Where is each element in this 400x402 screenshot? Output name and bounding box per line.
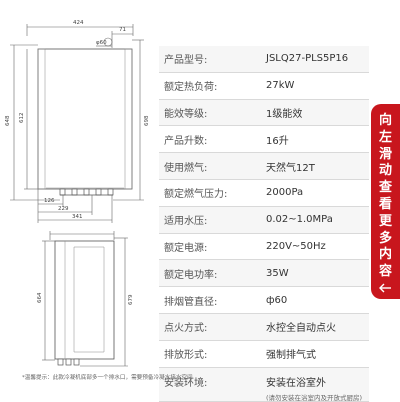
dim-648: 648	[5, 115, 11, 126]
spec-label: 点火方式:	[164, 323, 208, 335]
dim-664: 664	[37, 292, 43, 303]
spec-row-gas-pressure: 额定燃气压力: 2000Pa	[159, 179, 369, 207]
dim-229: 229	[58, 206, 69, 212]
swipe-char: 看	[378, 196, 392, 212]
dim-679: 679	[128, 294, 134, 305]
swipe-char: 滑	[378, 146, 392, 162]
swipe-char: 向	[378, 113, 392, 128]
spec-label: 适用水压:	[164, 216, 208, 228]
spec-row-ignition: 点火方式: 水控全自动点火	[159, 313, 369, 341]
spec-row-gas-type: 使用燃气: 天然气12T	[159, 153, 369, 180]
spec-value: 天然气12T	[266, 162, 315, 174]
spec-value: 220V~50Hz	[266, 240, 326, 252]
spec-value-note: (请勿安装在浴室内及开放式厨房)	[266, 393, 363, 402]
footnote: *温馨提示：此款冷凝机底部多一个排水口，需要预备冷凝水接水空间	[22, 375, 193, 381]
spec-row-efficiency: 能效等级: 1级能效	[159, 99, 369, 127]
spec-row-model: 产品型号: JSLQ27-PLS5P16	[159, 46, 369, 73]
spec-row-capacity: 产品升数: 16升	[159, 126, 369, 154]
spec-value: ф60	[266, 294, 288, 306]
spec-label: 产品升数:	[164, 135, 208, 147]
spec-row-flue-diameter: 排烟管直径: ф60	[159, 287, 369, 314]
spec-label: 额定电功率:	[164, 269, 218, 281]
spec-value: 安装在浴室外	[266, 377, 326, 389]
spec-row-water-pressure: 适用水压: 0.02~1.0MPa	[159, 206, 369, 234]
spec-value: 27kW	[266, 80, 295, 92]
dim-424: 424	[73, 20, 84, 26]
spec-value: 0.02~1.0MPa	[266, 214, 333, 226]
spec-label: 排烟管直径:	[164, 296, 218, 308]
dimension-drawing: 424 φ60 71	[0, 0, 158, 400]
spec-table: 产品型号: JSLQ27-PLS5P16 额定热负荷: 27kW 能效等级: 1…	[159, 46, 369, 402]
dim-126: 126	[44, 198, 55, 204]
spec-row-install-env: 安装环境: 安装在浴室外 (请勿安装在浴室内及开放式厨房)	[159, 367, 369, 402]
spec-value: 强制排气式	[266, 350, 316, 362]
spec-label: 排放形式:	[164, 350, 208, 362]
dim-341: 341	[72, 214, 83, 220]
spec-row-heat-load: 额定热负荷: 27kW	[159, 72, 369, 100]
spec-label: 产品型号:	[164, 55, 208, 67]
spec-row-exhaust: 排放形式: 强制排气式	[159, 340, 369, 368]
arrow-left-icon	[379, 283, 391, 293]
spec-value: 16升	[266, 135, 289, 147]
spec-label: 使用燃气:	[164, 162, 208, 174]
spec-value: JSLQ27-PLS5P16	[266, 53, 349, 65]
spec-label: 额定热负荷:	[164, 82, 218, 94]
spec-row-power: 额定电功率: 35W	[159, 260, 369, 288]
dim-612: 612	[19, 113, 25, 124]
swipe-char: 动	[378, 163, 392, 179]
dim-698: 698	[144, 115, 150, 126]
spec-value: 水控全自动点火	[266, 323, 336, 335]
swipe-more-tab[interactable]: 向 左 滑 动 查 看 更 多 内 容	[371, 104, 400, 299]
swipe-char: 查	[378, 180, 392, 196]
dim-pipe-diameter: φ60	[96, 40, 107, 46]
spec-label: 额定电源:	[164, 242, 208, 254]
spec-label: 额定燃气压力:	[164, 189, 228, 201]
swipe-char: 内	[378, 247, 392, 263]
spec-value: 35W	[266, 267, 289, 279]
spec-label: 能效等级:	[164, 108, 208, 120]
dim-71: 71	[119, 27, 126, 33]
swipe-char: 容	[378, 264, 392, 280]
swipe-char: 更	[378, 213, 392, 229]
swipe-char: 多	[378, 230, 392, 246]
spec-value-group: 安装在浴室外 (请勿安装在浴室内及开放式厨房)	[266, 368, 362, 402]
spec-value: 1级能效	[266, 108, 303, 120]
spec-value: 2000Pa	[266, 187, 304, 199]
dimension-drawing-svg: 424 φ60 71	[5, 20, 150, 367]
spec-label: 安装环境:	[164, 377, 208, 389]
swipe-more-text: 向 左 滑 动 查 看 更 多 内 容	[371, 113, 400, 281]
spec-row-power-supply: 额定电源: 220V~50Hz	[159, 233, 369, 261]
swipe-char: 左	[378, 129, 392, 145]
